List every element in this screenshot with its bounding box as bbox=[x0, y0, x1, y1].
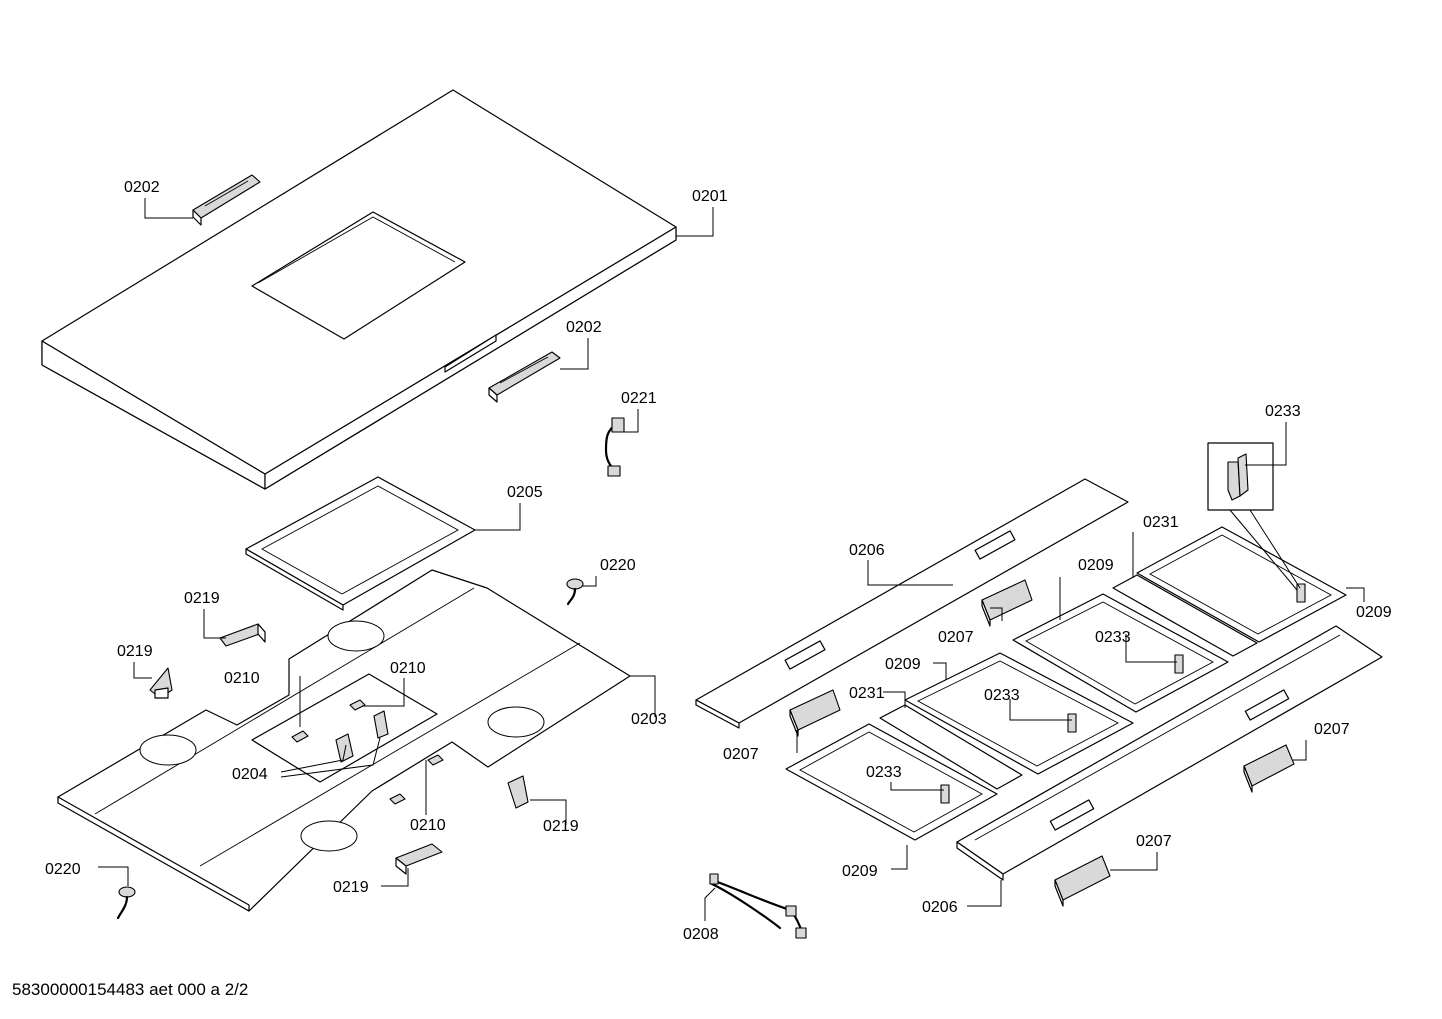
part-0219-clip-b bbox=[149, 667, 173, 699]
part-0233-latches bbox=[940, 583, 1306, 804]
callout-0207: 0207 bbox=[1314, 721, 1350, 738]
callout-0210: 0210 bbox=[410, 817, 446, 834]
part-0209-tray-2 bbox=[904, 652, 1134, 775]
part-0201-housing bbox=[41, 89, 677, 490]
leader-lines bbox=[98, 198, 1365, 921]
callout-0206: 0206 bbox=[922, 899, 958, 916]
callout-0209: 0209 bbox=[1078, 557, 1114, 574]
part-0204-hooks bbox=[335, 710, 389, 763]
callout-0233: 0233 bbox=[1095, 629, 1131, 646]
detail-box-0233 bbox=[1207, 442, 1301, 591]
callout-0233: 0233 bbox=[984, 687, 1020, 704]
callout-0205: 0205 bbox=[507, 484, 543, 501]
part-0221-cable bbox=[604, 417, 625, 477]
callout-0210: 0210 bbox=[224, 670, 260, 687]
callout-0207: 0207 bbox=[723, 746, 759, 763]
part-0207-block-a bbox=[981, 579, 1033, 627]
callout-0209: 0209 bbox=[1356, 604, 1392, 621]
part-0219-clip-c bbox=[507, 775, 529, 809]
callout-0219: 0219 bbox=[117, 643, 153, 660]
callout-0231: 0231 bbox=[849, 685, 885, 702]
document-code: 58300000154483 aet 000 a 2/2 bbox=[12, 980, 249, 999]
callout-0220: 0220 bbox=[600, 557, 636, 574]
callout-labels: 0202 0201 0202 0221 0205 0220 0219 0219 … bbox=[45, 179, 1392, 943]
callout-0207: 0207 bbox=[938, 629, 974, 646]
part-0206-rail-bottom bbox=[956, 625, 1383, 881]
callout-0202: 0202 bbox=[124, 179, 160, 196]
part-0209-tray-4 bbox=[1136, 526, 1347, 643]
callout-0206: 0206 bbox=[849, 542, 885, 559]
callout-0204: 0204 bbox=[232, 766, 268, 783]
part-0220-sensor-right bbox=[566, 578, 584, 606]
part-0210-pads bbox=[291, 699, 444, 805]
callout-0221: 0221 bbox=[621, 390, 657, 407]
part-0208-harness bbox=[709, 873, 807, 939]
part-0202-bracket-top bbox=[192, 174, 261, 226]
part-0206-rail-top bbox=[695, 478, 1129, 729]
callout-0233: 0233 bbox=[866, 764, 902, 781]
part-0207-block-c bbox=[1243, 744, 1295, 793]
part-0207-block-b bbox=[789, 689, 841, 737]
part-0202-bracket-front bbox=[488, 351, 561, 403]
callout-0201: 0201 bbox=[692, 188, 728, 205]
callout-0208: 0208 bbox=[683, 926, 719, 943]
part-0219-clip-a bbox=[219, 623, 266, 647]
callout-0219: 0219 bbox=[543, 818, 579, 835]
callout-0207: 0207 bbox=[1136, 833, 1172, 850]
callout-0233: 0233 bbox=[1265, 403, 1301, 420]
callout-0203: 0203 bbox=[631, 711, 667, 728]
callout-0209: 0209 bbox=[842, 863, 878, 880]
callout-0219: 0219 bbox=[333, 879, 369, 896]
part-0219-clip-d bbox=[395, 843, 443, 875]
part-0220-sensor-left bbox=[116, 886, 136, 920]
part-0231-divider-2 bbox=[1112, 574, 1258, 657]
part-0209-tray-3 bbox=[1012, 593, 1229, 713]
callout-0202: 0202 bbox=[566, 319, 602, 336]
callout-0231: 0231 bbox=[1143, 514, 1179, 531]
part-0207-block-d bbox=[1054, 855, 1111, 907]
callout-0219: 0219 bbox=[184, 590, 220, 607]
part-0231-divider-1 bbox=[879, 704, 1023, 790]
callout-0210: 0210 bbox=[390, 660, 426, 677]
callout-0209: 0209 bbox=[885, 656, 921, 673]
callout-0220: 0220 bbox=[45, 861, 81, 878]
